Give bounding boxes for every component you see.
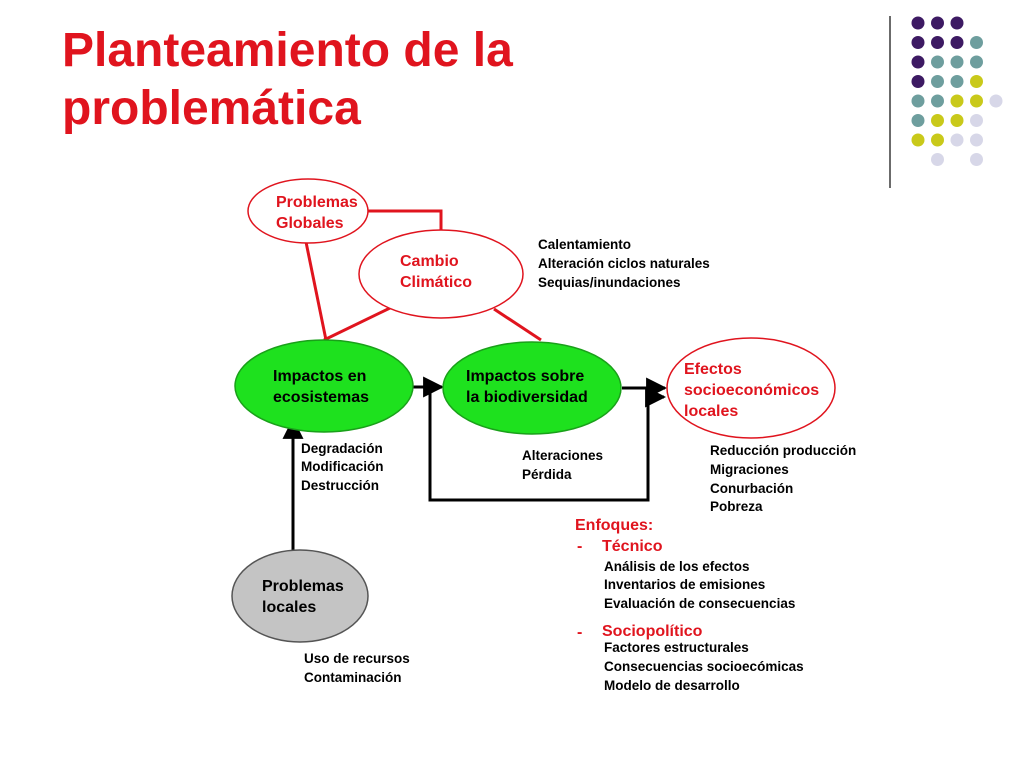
title-divider: [889, 16, 891, 188]
decorative-dot: [911, 133, 925, 147]
connector-globales-to-ecosistemas: [304, 241, 328, 341]
slide-title-line-1: Planteamiento de la: [62, 24, 513, 77]
decorative-dot: [970, 133, 983, 147]
red-connectors: [304, 209, 542, 342]
enfoques-tecnico-item-1: Análisis de los efectos: [604, 559, 750, 574]
decorative-dot: [950, 75, 964, 88]
annotation-cambio-item-2: Alteración ciclos naturales: [538, 256, 710, 271]
node-problemas-globales: Problemas Globales: [247, 178, 369, 244]
enfoques-sociopolitico-item-1: Factores estructurales: [604, 640, 749, 655]
decorative-dot: [950, 36, 964, 49]
annotation-locales-item-1: Uso de recursos: [304, 651, 410, 666]
decorative-dot: [931, 75, 944, 88]
node-cambio-climatico-line-2: Climático: [400, 274, 472, 291]
node-problemas-globales-line-2: Globales: [276, 215, 344, 232]
annotation-socio-item-4: Pobreza: [710, 499, 763, 514]
annotation-socio-item-2: Migraciones: [710, 462, 789, 477]
node-efectos-socioeconomicos-line-3: locales: [684, 403, 738, 420]
feedback-loop-line: [428, 386, 667, 502]
decorative-dot: [931, 133, 944, 147]
annotation-ecosistemas-item-2: Modificación: [301, 459, 384, 474]
annotation-cambio-item-1: Calentamiento: [538, 237, 631, 252]
decorative-dot: [931, 94, 944, 108]
annotation-ecosistemas-item-1: Degradación: [301, 441, 383, 456]
black-connectors: [282, 376, 668, 550]
annotation-biodiversidad-item-2: Pérdida: [522, 467, 572, 482]
enfoques-sociopolitico-title: Sociopolítico: [602, 623, 703, 640]
node-cambio-climatico: Cambio Climático: [358, 229, 524, 319]
annotation-ecosistemas: Degradación Modificación Destrucción: [301, 441, 384, 493]
enfoques-heading: Enfoques:: [575, 517, 653, 534]
node-impactos-ecosistemas-line-1: Impactos en: [273, 368, 366, 385]
decorative-dot: [970, 36, 983, 49]
decorative-dot: [970, 153, 983, 166]
decorative-dot: [970, 114, 983, 127]
annotation-socio-item-1: Reducción producción: [710, 443, 856, 458]
enfoques-section: Enfoques: - Técnico Análisis de los efec…: [575, 517, 804, 693]
node-impactos-biodiversidad-line-1: Impactos sobre: [466, 368, 584, 385]
node-impactos-biodiversidad-line-2: la biodiversidad: [466, 389, 588, 406]
decorative-dot: [950, 94, 964, 108]
enfoques-dash-sociopolitico: -: [577, 624, 582, 641]
decorative-dot: [911, 16, 925, 30]
decorative-dot: [970, 55, 983, 69]
connector-cambio-to-ecosistemas: [323, 306, 391, 342]
node-problemas-globales-line-1: Problemas: [276, 194, 358, 211]
node-efectos-socioeconomicos-line-2: socioeconómicos: [684, 382, 819, 399]
annotation-locales-item-2: Contaminación: [304, 670, 402, 685]
slide-title-line-2: problemática: [62, 82, 361, 135]
annotation-biodiversidad: Alteraciones Pérdida: [522, 448, 603, 482]
decorative-dot: [911, 94, 925, 108]
decorative-dot: [911, 75, 925, 88]
decorative-dot: [950, 16, 964, 30]
connector-globales-to-cambio: [366, 209, 443, 232]
node-efectos-socioeconomicos: Efectos socioeconómicos locales: [666, 337, 836, 439]
slide-title: Planteamiento de la problemática: [62, 22, 822, 138]
decorative-dot: [989, 94, 1003, 108]
decorative-dot: [970, 94, 983, 108]
decorative-dot: [970, 75, 983, 88]
annotation-ecosistemas-item-3: Destrucción: [301, 478, 379, 493]
enfoques-tecnico-item-2: Inventarios de emisiones: [604, 577, 765, 592]
annotation-biodiversidad-item-1: Alteraciones: [522, 448, 603, 463]
decorative-dot: [931, 55, 944, 69]
decorative-dot: [931, 153, 944, 166]
node-problemas-locales-line-2: locales: [262, 599, 316, 616]
enfoques-sociopolitico-item-2: Consecuencias socioecómicas: [604, 659, 804, 674]
node-cambio-climatico-line-1: Cambio: [400, 253, 459, 270]
annotation-cambio-item-3: Sequias/inundaciones: [538, 275, 681, 290]
enfoques-tecnico-item-3: Evaluación de consecuencias: [604, 596, 795, 611]
enfoques-sociopolitico-item-3: Modelo de desarrollo: [604, 678, 740, 693]
decorative-dot: [911, 114, 925, 127]
annotation-locales: Uso de recursos Contaminación: [304, 651, 410, 685]
node-impactos-ecosistemas-line-2: ecosistemas: [273, 389, 369, 406]
node-problemas-locales-line-1: Problemas: [262, 578, 344, 595]
annotation-socio-item-3: Conurbación: [710, 481, 793, 496]
decorative-dot: [931, 16, 944, 30]
node-efectos-socioeconomicos-line-1: Efectos: [684, 361, 742, 378]
decorative-dot: [950, 133, 964, 147]
enfoques-tecnico-title: Técnico: [602, 538, 663, 555]
decorative-dot: [950, 114, 964, 127]
enfoques-dash-tecnico: -: [577, 538, 582, 555]
decorative-dot: [931, 114, 944, 127]
connector-cambio-to-biodiversidad: [493, 307, 542, 342]
decorative-dot: [931, 36, 944, 49]
annotation-socioeconomicos: Reducción producción Migraciones Conurba…: [710, 443, 856, 514]
decorative-dot: [950, 55, 964, 69]
decorative-dot: [911, 55, 925, 69]
node-problemas-locales: Problemas locales: [231, 549, 369, 643]
node-impactos-ecosistemas: Impactos en ecosistemas: [234, 339, 414, 433]
annotation-cambio-climatico: Calentamiento Alteración ciclos naturale…: [538, 237, 710, 290]
node-impactos-biodiversidad: Impactos sobre la biodiversidad: [442, 341, 622, 435]
decorative-dot: [911, 36, 925, 49]
